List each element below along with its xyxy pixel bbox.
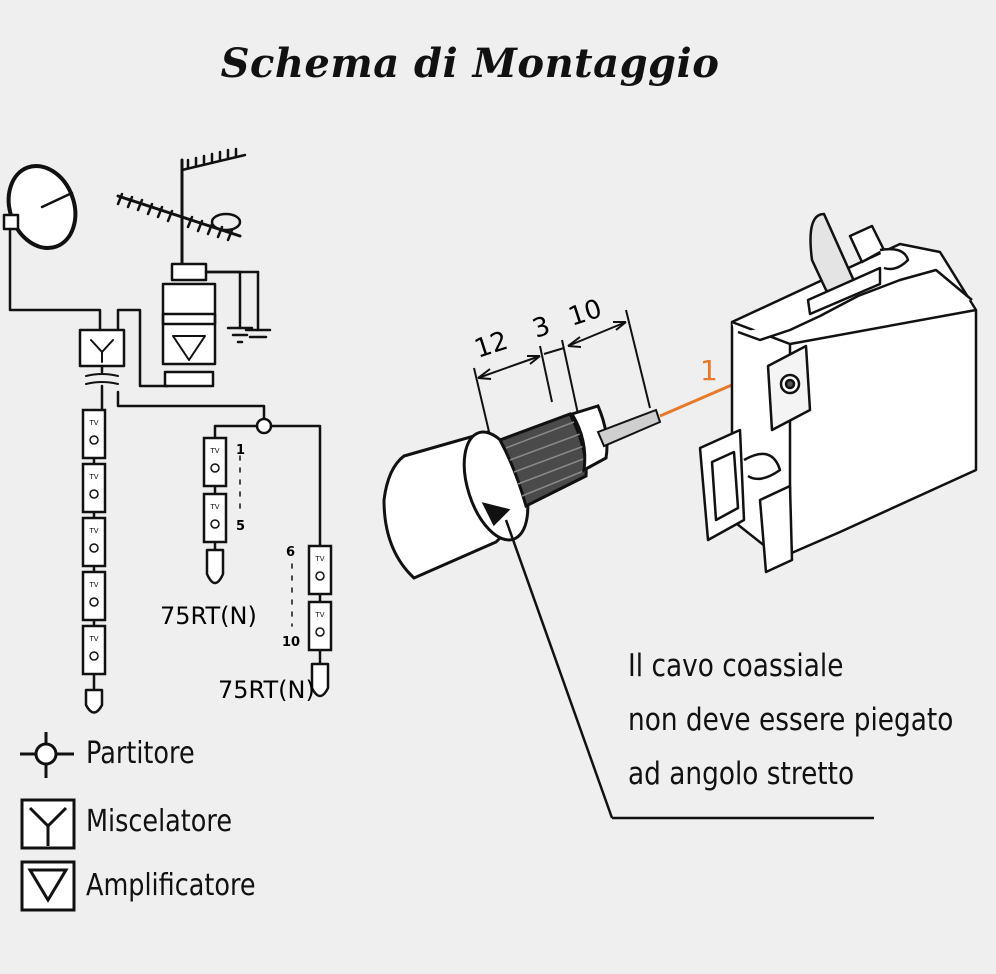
coax-port-icon [89,543,99,553]
coax-port-icon [89,651,99,661]
tv-outlet-box: TV [81,570,107,622]
legend-amplifier-label: Amplificatore [86,868,256,903]
tv-outlet-box: TV [307,544,333,596]
legend-mixer-label: Miscelatore [86,804,233,839]
branch-a-last-label: 5 [236,519,245,534]
branch-b-last-label: 10 [282,635,300,650]
tv-outlet-label: TV [209,503,219,511]
caption-line-1: Il cavo coassiale [628,648,844,684]
mixer-unit [78,328,126,368]
tv-outlet-box: TV [307,600,333,652]
tv-outlet-label: TV [314,611,324,619]
tv-outlet-label: TV [88,419,98,427]
tv-outlet-box: TV [81,516,107,568]
coax-port-icon [210,463,220,473]
terrestrial-antenna-icon [116,147,247,267]
tv-outlet-box: TV [81,462,107,514]
coax-port-icon [210,519,220,529]
amplifier-icon [20,860,76,912]
mixer-icon [20,798,76,850]
tv-outlet-box: TV [81,624,107,676]
tv-outlet-label: TV [209,447,219,455]
tv-outlet-label: TV [88,473,98,481]
dimension-10: 10 [565,294,606,333]
branch-a-first-label: 1 [236,443,245,458]
tv-outlet-box: TV [202,492,228,544]
tv-outlet-label: TV [88,635,98,643]
dimension-12: 12 [471,326,512,365]
coax-port-icon [89,435,99,445]
page-title: Schema di Montaggio [220,40,720,87]
coax-port-icon [89,597,99,607]
tv-outlet-box: TV [202,436,228,488]
amplifier-unit [161,262,272,388]
tv-outlet-label: TV [314,555,324,563]
terminator-a-label: 75RT(N) [160,602,257,630]
branch-b-first-label: 6 [286,545,295,560]
splitter-node [255,417,273,435]
coax-port-icon [315,571,325,581]
splitter-icon [20,732,74,778]
coax-port-icon [315,627,325,637]
terminator-b-label: 75RT(N) [218,676,315,704]
tv-outlet-label: TV [88,581,98,589]
legend-splitter-label: Partitore [86,736,195,771]
coaxial-cable [382,404,662,580]
step-1-label: 1 [700,354,718,387]
satellite-dish-icon [2,164,78,250]
coax-port-icon [89,489,99,499]
tv-outlet-device [698,212,978,574]
tv-outlet-label: TV [88,527,98,535]
caption-line-2: non deve essere piegato [628,702,954,738]
dimension-3: 3 [529,311,554,345]
tv-outlet-box: TV [81,408,107,460]
caption-line-3: ad angolo stretto [628,756,855,792]
